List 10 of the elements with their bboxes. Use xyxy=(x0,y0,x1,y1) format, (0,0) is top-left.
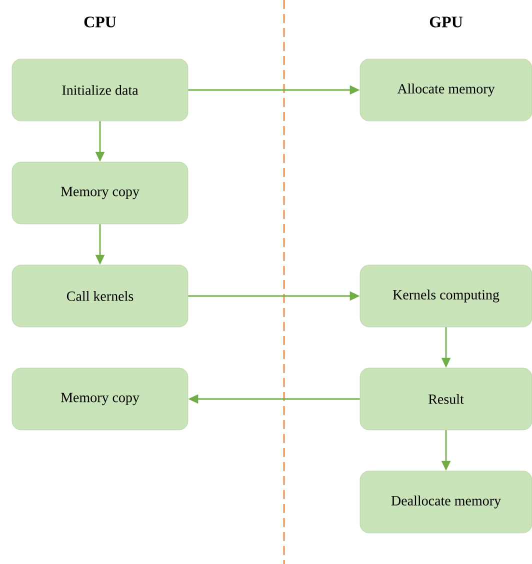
process-box: Allocate memory xyxy=(360,58,532,122)
process-box: Deallocate memory xyxy=(360,470,532,534)
process-box: Call kernels xyxy=(12,264,188,328)
column-heading: CPU xyxy=(84,16,116,28)
process-box: Memory copy xyxy=(12,162,188,224)
process-box: Kernels computing xyxy=(360,264,532,328)
process-box: Memory copy xyxy=(12,368,188,430)
process-box: Result xyxy=(360,368,532,430)
process-box: Initialize data xyxy=(12,58,188,122)
column-heading: GPU xyxy=(430,16,462,28)
